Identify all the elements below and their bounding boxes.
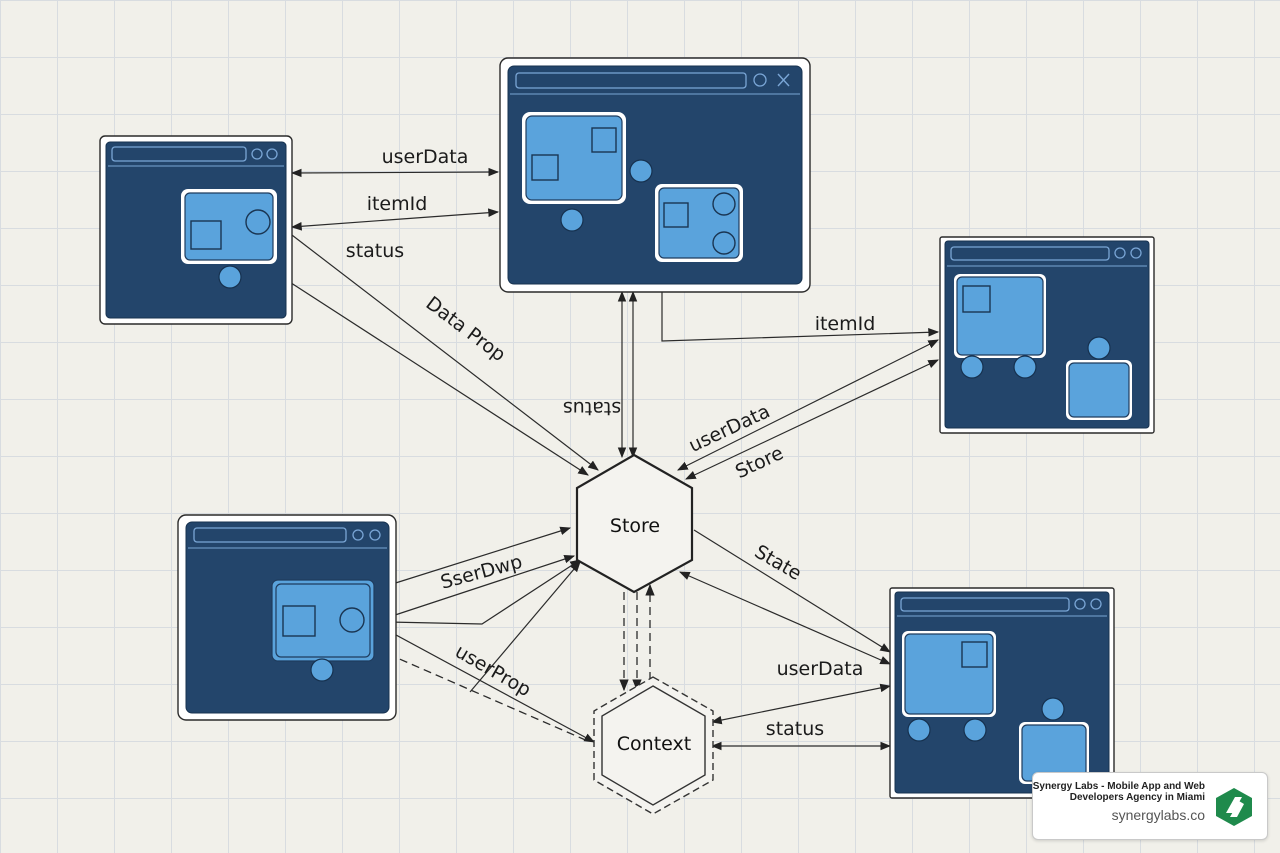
dot <box>310 658 334 682</box>
address-bar <box>515 72 747 89</box>
circle-icon <box>712 231 736 255</box>
edge-label-status-left: status <box>346 240 404 262</box>
address-bar <box>111 146 247 162</box>
component-window-top <box>499 57 811 293</box>
window-button <box>1114 247 1126 259</box>
context-node: Context <box>593 676 714 815</box>
edge-user-prop <box>371 621 595 743</box>
edge-label-userdata-top: userData <box>382 146 469 168</box>
panel <box>658 187 740 259</box>
panel <box>525 115 623 201</box>
window-button <box>1090 598 1102 610</box>
brand-url[interactable]: synergylabs.co <box>1111 807 1205 823</box>
dot <box>218 265 242 289</box>
edge-label-state: State <box>751 541 806 585</box>
component-window-top-left <box>99 135 293 325</box>
store-label: Store <box>610 515 660 537</box>
square-icon <box>961 641 988 668</box>
edge-label-userdata-br: userData <box>777 658 864 680</box>
window-button <box>1074 598 1086 610</box>
dot <box>963 718 987 742</box>
component-window-bottom-right <box>889 587 1115 799</box>
edge-ll-2 <box>384 554 576 620</box>
brand-card[interactable]: Synergy Labs - Mobile App and Web Develo… <box>1032 772 1268 840</box>
edge-userdata-top <box>290 167 500 178</box>
dot <box>1087 336 1111 360</box>
edge-label-itemid-top: itemId <box>367 193 428 215</box>
circle-icon <box>339 607 365 633</box>
component-window-lower-left <box>177 514 397 721</box>
dot <box>1041 697 1065 721</box>
circle-icon <box>712 192 736 216</box>
edge-data-prop <box>287 231 599 471</box>
panel <box>956 276 1044 356</box>
edge-ll-4 <box>469 561 581 693</box>
edge-userdata-right <box>677 339 939 471</box>
address-bar <box>193 527 347 543</box>
edge-ll-3 <box>387 559 581 625</box>
square-icon <box>531 154 559 181</box>
edge-store-right <box>685 359 939 480</box>
edge-label-user-prop: userProp <box>451 640 534 701</box>
square-icon <box>591 127 617 153</box>
square-icon <box>190 220 222 250</box>
square-icon <box>663 202 689 228</box>
edge-label-itemid-right: itemId <box>815 313 876 335</box>
dot <box>960 355 984 379</box>
panel <box>275 583 371 658</box>
edges <box>267 167 940 751</box>
window-button <box>1130 247 1142 259</box>
panel <box>904 633 994 715</box>
context-label: Context <box>617 733 691 755</box>
dot <box>629 159 653 183</box>
edge-label-status-vertical: status <box>563 397 621 419</box>
synergy-logo-icon <box>1216 788 1252 826</box>
edge-userdata-br <box>710 683 892 725</box>
panel <box>1068 362 1130 418</box>
circle-icon <box>245 209 271 235</box>
window-button <box>753 73 767 87</box>
brand-title: Synergy Labs - Mobile App and Web Develo… <box>1032 781 1205 803</box>
edge-itemid-top <box>290 208 500 231</box>
square-icon <box>282 605 316 637</box>
store-node: Store <box>575 453 694 594</box>
window-button <box>251 148 263 160</box>
edge-status-left <box>267 267 589 476</box>
address-bar <box>950 246 1110 261</box>
close-icon <box>777 73 790 87</box>
edge-itemid-right <box>661 286 940 342</box>
square-icon <box>962 285 991 313</box>
dot <box>1013 355 1037 379</box>
edge-label-store-right: Store <box>732 442 787 483</box>
edge-state-back <box>679 571 891 665</box>
edge-label-ll: SserDwp <box>438 551 525 594</box>
panel <box>184 192 274 261</box>
window-button <box>266 148 278 160</box>
edge-label-status-br: status <box>766 718 824 740</box>
edge-dashed-ll <box>387 653 591 743</box>
window-button <box>352 529 364 541</box>
dot <box>907 718 931 742</box>
dot <box>560 208 584 232</box>
window-button <box>369 529 381 541</box>
component-window-right <box>939 236 1155 434</box>
address-bar <box>900 597 1070 612</box>
edge-label-data-prop: Data Prop <box>422 292 510 366</box>
